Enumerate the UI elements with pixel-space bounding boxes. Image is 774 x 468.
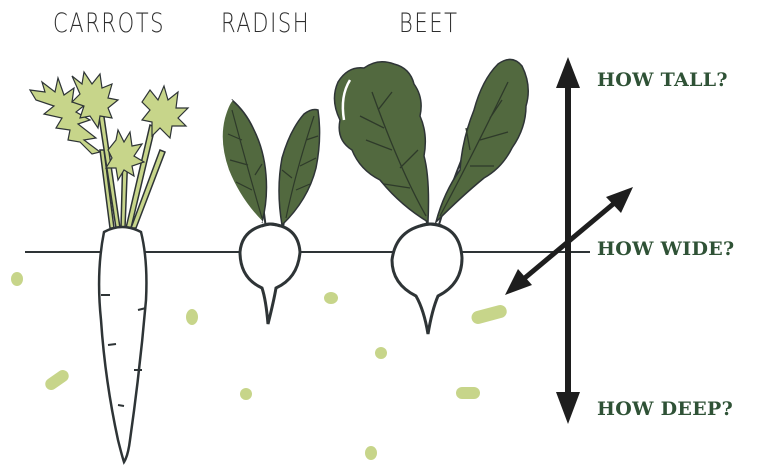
how-tall-label: HOW TALL?	[597, 69, 728, 91]
radish-label: RADISH	[221, 8, 310, 39]
beet-label: BEET	[399, 8, 459, 39]
beet-plant	[334, 59, 528, 334]
arrow-down-head	[556, 392, 580, 424]
arrow-up-head	[556, 57, 580, 88]
carrots-label: CARROTS	[53, 8, 165, 39]
how-wide-label: HOW WIDE?	[597, 238, 734, 260]
radish-plant	[222, 100, 320, 324]
how-deep-label: HOW DEEP?	[597, 398, 733, 420]
carrot-plant	[30, 72, 188, 462]
